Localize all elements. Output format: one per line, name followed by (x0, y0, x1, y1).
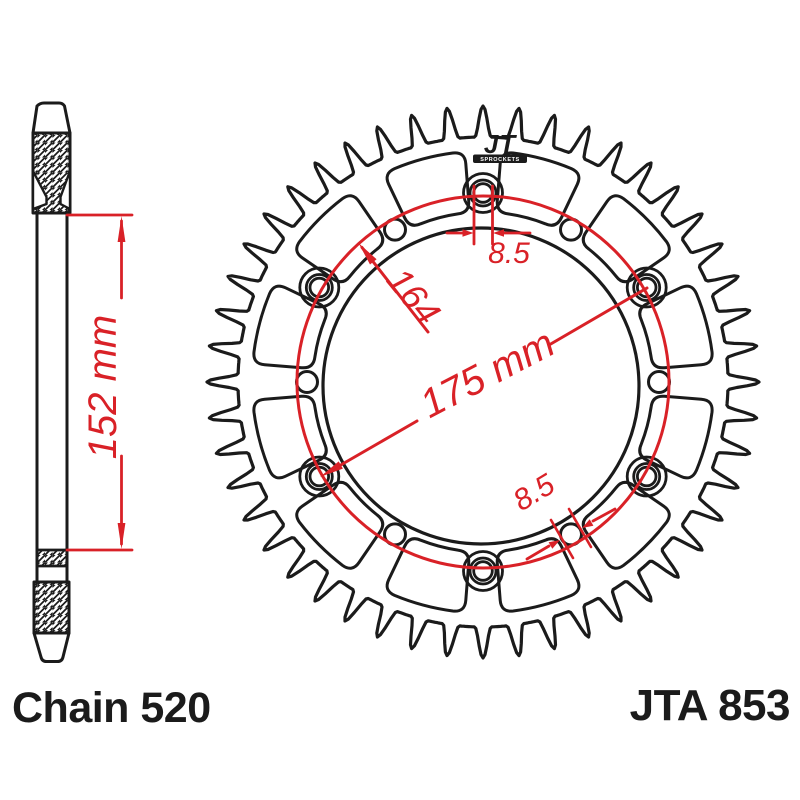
bolt-hole-ring (625, 455, 668, 498)
lightening-cutout (581, 194, 671, 284)
dimension-arrowhead (117, 216, 126, 242)
lightening-cutout (495, 537, 581, 613)
lightening-cutout (295, 194, 385, 284)
bolt-hole-ring (298, 455, 341, 498)
dimension-arrowhead (358, 243, 377, 265)
arrow-line (525, 544, 551, 561)
bolt-circle-red (295, 194, 671, 570)
section-taper-right (59, 169, 72, 211)
tick-line (567, 507, 593, 549)
jt-logo-tagline: SPROCKETS (480, 157, 520, 163)
dimension-175-label: 175 mm (413, 321, 561, 427)
section-tooth-tip-top (31, 101, 72, 135)
section-rim-bottom (32, 580, 71, 635)
leader-line-lower (337, 419, 419, 468)
jt-logo-bar (473, 154, 527, 163)
dimension-85-bottom-label: 8.5 (508, 468, 561, 518)
lightening-cutout (385, 151, 471, 227)
bolt-hole-ring (472, 560, 494, 582)
bolt-hole-ring (468, 178, 498, 208)
dimension-arrowhead (493, 229, 504, 237)
small-hole (295, 370, 319, 394)
bolt-hole-ring (298, 266, 341, 309)
section-tooth-tip-bottom (32, 631, 71, 663)
dimension-arrowhead (462, 229, 474, 237)
arrow-line (591, 507, 617, 523)
bolt-hole-ring (632, 273, 662, 302)
sprocket-front-view (205, 104, 761, 660)
bolt-hole-ring (468, 556, 498, 586)
bolt-hole-ring (462, 550, 504, 592)
dimension-164 (358, 243, 430, 334)
lightening-cutout (252, 284, 328, 370)
dimension-85-top (445, 184, 532, 246)
lightening-cutout (638, 394, 714, 480)
jt-logo: JT SPROCKETS (473, 129, 527, 163)
section-taper-left (31, 169, 48, 211)
dimension-arrowhead (548, 540, 560, 549)
dimension-arrowhead (117, 523, 126, 549)
lightening-cutout (385, 537, 471, 613)
dimension-arrowhead (320, 461, 343, 477)
chain-size-label: Chain 520 (12, 684, 211, 732)
sprocket-teeth-outline (205, 104, 761, 660)
bolt-hole-ring (304, 462, 334, 491)
bolt-hole-ring (632, 462, 662, 491)
leader-line-upper (547, 286, 649, 347)
jt-logo-brand: JT (484, 129, 517, 159)
dimension-152mm (65, 213, 134, 552)
lightening-cutout (638, 284, 714, 370)
part-number-label: JTA 853 (630, 681, 790, 730)
lightening-cutout (495, 151, 581, 227)
dimension-85-bottom (525, 507, 617, 561)
dimension-152-label: 152 mm (81, 315, 125, 460)
dimension-arrowhead (582, 519, 594, 528)
center-bore-circle (321, 226, 641, 546)
dimension-annotations (65, 184, 649, 561)
section-band-bottom (35, 548, 69, 568)
lightening-cutout (295, 480, 385, 570)
lightening-cutout (252, 394, 328, 480)
dimension-164-label: 164 (379, 260, 449, 332)
lightening-cutout (581, 480, 671, 570)
dimension-85-top-label: 8.5 (488, 237, 530, 270)
bolt-hole-ring (304, 273, 334, 302)
bolt-hole-ring (462, 172, 504, 214)
small-hole (647, 370, 671, 394)
bolt-hole-ring (472, 182, 494, 204)
tick-line (549, 518, 575, 560)
bolt-hole-ring (625, 266, 668, 309)
dimension-175mm (320, 286, 649, 477)
cross-section-view (31, 101, 72, 663)
